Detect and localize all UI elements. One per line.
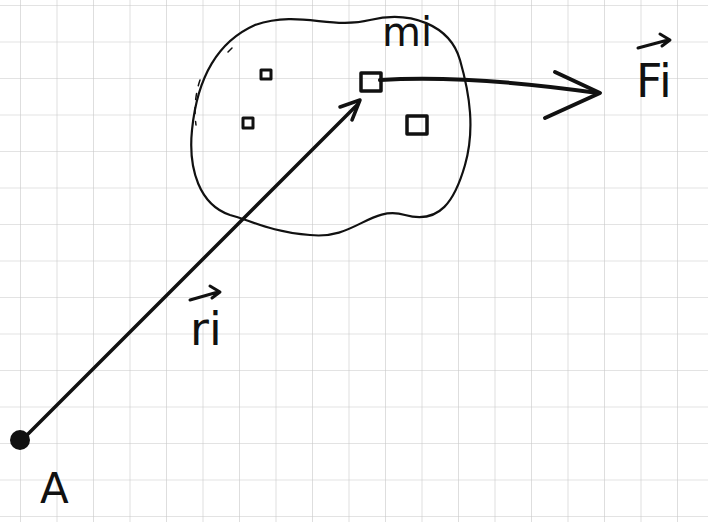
vector-mark-f (638, 34, 670, 48)
outline-sketch (195, 48, 232, 125)
position-vector-line (22, 104, 358, 440)
point-a (10, 430, 30, 450)
particle (243, 118, 253, 128)
force-vector-head (545, 72, 600, 118)
force-vector-line (380, 79, 598, 93)
particle-mi (361, 73, 381, 91)
position-vector-head (340, 100, 360, 120)
position-label: ri (190, 306, 222, 352)
particle (407, 116, 427, 134)
vector-mark-r (190, 286, 220, 300)
mass-label: mi (382, 12, 432, 52)
force-label: Fi (636, 58, 672, 104)
point-label: A (40, 468, 69, 510)
particle (261, 70, 271, 79)
